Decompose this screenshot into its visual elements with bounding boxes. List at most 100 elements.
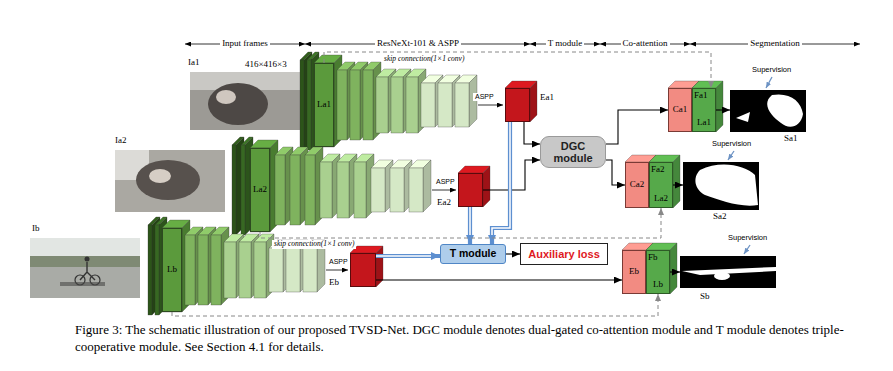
- photo-ground: [115, 150, 225, 212]
- flow-arrow: [670, 272, 680, 273]
- mask-shadow: [695, 165, 758, 206]
- block-side: [673, 155, 680, 208]
- section-label: ResNeXt-101 & ASPP: [375, 38, 461, 48]
- block-side: [423, 160, 431, 212]
- connector-line: [524, 122, 540, 144]
- flow-arrow: [716, 110, 730, 111]
- connector-inner: [492, 122, 510, 235]
- block-front: [307, 60, 311, 150]
- block-front: [314, 63, 334, 147]
- feature-block: Eb: [350, 253, 376, 287]
- mask-ground: [730, 90, 806, 132]
- block-front: [305, 155, 315, 225]
- concat-block: Ca2: [625, 162, 649, 208]
- annotation: ASPP: [327, 258, 350, 266]
- annotation: Fa1: [694, 90, 708, 100]
- block-front: [421, 83, 435, 127]
- input-frame: Ib: [30, 238, 140, 298]
- connector-line: [670, 271, 680, 272]
- flow-arrow: [606, 110, 668, 144]
- supervision-arrows: [728, 77, 772, 254]
- node-heading: Ia2: [115, 136, 127, 146]
- node-label: T module: [450, 248, 497, 260]
- node-label: Ca1: [673, 105, 688, 115]
- block-front: [241, 145, 245, 235]
- annotation: Supervision: [728, 234, 767, 243]
- section-label: T module: [546, 38, 585, 48]
- block-front: [376, 77, 388, 133]
- block-side: [716, 81, 723, 132]
- flow-arrow: [673, 185, 683, 186]
- mask-image: [730, 90, 806, 132]
- block-front: [350, 70, 360, 140]
- connector-inner: [376, 255, 431, 257]
- block-front: [406, 77, 418, 133]
- skip-connector: [324, 52, 711, 88]
- photo-sky: [30, 238, 140, 298]
- annotation: Supervision: [712, 140, 751, 149]
- aspp-arrow: [432, 190, 456, 191]
- node-heading: Sa2: [713, 212, 727, 222]
- encoder-layer: Lb: [162, 228, 182, 312]
- mask-image: [680, 256, 776, 288]
- block-side: [530, 81, 537, 122]
- connector-line: [606, 160, 625, 185]
- network-blocks: [148, 52, 723, 315]
- connector-line: [172, 294, 658, 316]
- t-module: T module: [440, 244, 506, 264]
- block-front: [250, 148, 270, 232]
- node-label: Eb: [629, 267, 639, 277]
- aspp-arrow: [478, 105, 503, 106]
- block-depth: [350, 81, 723, 294]
- mask-output: Sb: [680, 256, 776, 288]
- input-photo: [115, 150, 225, 212]
- block-side: [236, 137, 244, 235]
- shadow: [60, 282, 105, 286]
- photo-road: [30, 267, 140, 298]
- dog-shape: [216, 90, 236, 104]
- block-front: [390, 168, 404, 212]
- connector-inner: [469, 207, 471, 235]
- block-front: [320, 162, 332, 218]
- mask-shadow: [682, 267, 776, 275]
- flow-arrow: [376, 280, 622, 281]
- aux-connector: [470, 207, 471, 244]
- annotation: skip connection(1×1 conv): [382, 55, 466, 64]
- flow-arrow: [506, 254, 520, 255]
- block-front: [254, 242, 266, 298]
- block-side: [670, 243, 677, 294]
- dgc-module: DGC module: [540, 136, 606, 168]
- annotation: Supervision: [752, 66, 791, 75]
- annotation: skip connection(1×1 conv): [272, 240, 356, 249]
- dog-shape: [136, 160, 200, 200]
- block-front: [162, 228, 182, 312]
- block-front: [455, 83, 469, 127]
- block-front: [354, 162, 366, 218]
- section-label: Segmentation: [748, 38, 802, 48]
- mask-output: Sa1: [730, 90, 806, 132]
- node-label: Auxiliary loss: [528, 248, 600, 260]
- input-frame: Ia2: [115, 150, 225, 212]
- encoder: [300, 52, 503, 150]
- node-label: DGC module: [550, 140, 596, 164]
- concat-block: Eb: [622, 250, 646, 294]
- annotation: 416×416×3: [245, 59, 287, 69]
- block-side: [152, 217, 160, 315]
- connector-line: [673, 184, 683, 185]
- node-heading: Sb: [700, 292, 710, 302]
- skip-connector: [260, 208, 661, 238]
- block-front: [290, 155, 300, 225]
- block-front: [337, 70, 347, 140]
- encoder-layer: La1: [314, 63, 334, 147]
- input-frame: Ia1: [190, 72, 300, 130]
- mask-image: [683, 162, 759, 210]
- node-heading: Ea2: [437, 198, 451, 208]
- aspp-arrow: [326, 270, 348, 271]
- block-front: [303, 248, 317, 292]
- connector-line: [506, 253, 520, 254]
- mask-output: Sa2: [683, 162, 759, 210]
- concat-block: Ca1: [668, 88, 692, 132]
- block-front: [239, 242, 251, 298]
- block-side: [304, 52, 312, 150]
- input-photo: [30, 238, 140, 298]
